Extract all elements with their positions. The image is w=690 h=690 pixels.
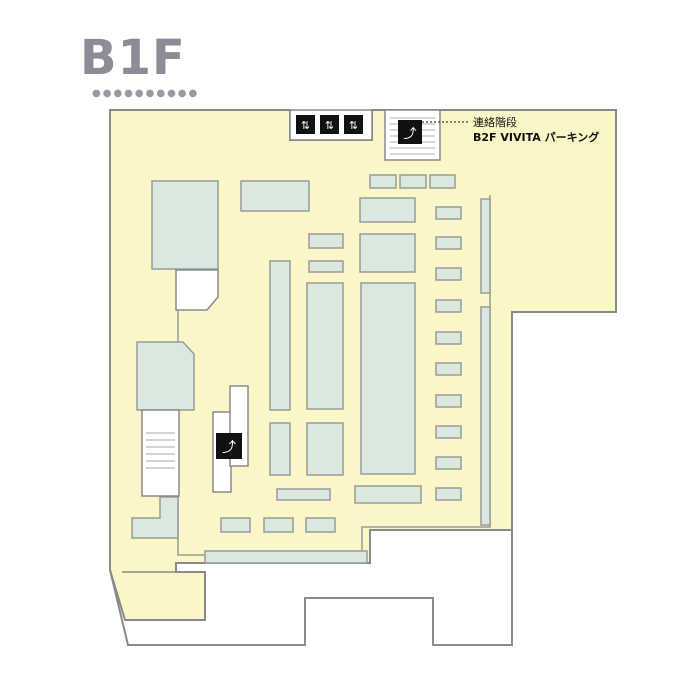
shop-block[interactable] <box>306 422 344 476</box>
shop-block[interactable] <box>276 488 331 501</box>
svg-text:⇅: ⇅ <box>349 119 358 132</box>
shop-block[interactable] <box>269 422 291 476</box>
elevator-icon[interactable]: ⇅ <box>296 115 315 134</box>
service-room <box>175 269 219 311</box>
shop-block[interactable] <box>435 394 462 408</box>
shop-block[interactable] <box>429 174 456 189</box>
title-dots: ●●●●●●●●●● <box>92 88 200 99</box>
stairs-callout-line2: B2F VIVITA パーキング <box>473 130 599 144</box>
lower-outline <box>109 530 513 646</box>
svg-text:⇅: ⇅ <box>325 119 334 132</box>
stairs-callout-line1: 連絡階段 <box>473 115 517 129</box>
svg-text:⤴: ⤴ <box>403 127 416 142</box>
stairs-icon[interactable]: ⤴ <box>398 120 422 144</box>
shop-block[interactable] <box>435 331 462 345</box>
floor-title: B1F <box>80 30 186 86</box>
shop-block[interactable] <box>240 180 310 212</box>
shop-block[interactable] <box>220 517 251 533</box>
shop-block[interactable] <box>360 282 416 475</box>
shop-block[interactable] <box>435 487 462 501</box>
shop-block[interactable] <box>359 233 416 273</box>
shop-block[interactable] <box>136 341 195 411</box>
shop-block[interactable] <box>435 206 462 220</box>
shop-block[interactable] <box>480 306 491 526</box>
svg-text:⇅: ⇅ <box>301 119 310 132</box>
stairwell <box>141 409 180 497</box>
shop-block[interactable] <box>131 496 179 539</box>
shop-block[interactable] <box>435 267 462 281</box>
shop-block[interactable] <box>435 236 462 250</box>
shop-block[interactable] <box>369 174 397 189</box>
shop-block[interactable] <box>151 180 219 270</box>
shop-block[interactable] <box>204 550 368 564</box>
shop-block[interactable] <box>435 299 462 313</box>
elevator-icon[interactable]: ⇅ <box>320 115 339 134</box>
shop-block[interactable] <box>269 260 291 411</box>
shop-block[interactable] <box>359 197 416 223</box>
shop-block[interactable] <box>308 260 344 273</box>
svg-text:⤴: ⤴ <box>222 440 236 456</box>
shop-block[interactable] <box>435 456 462 470</box>
shop-block[interactable] <box>399 174 427 189</box>
shop-block[interactable] <box>435 362 462 376</box>
escalator-icon[interactable]: ⤴ <box>216 433 242 459</box>
shop-block[interactable] <box>263 517 294 533</box>
shop-block[interactable] <box>305 517 336 533</box>
shop-block[interactable] <box>480 198 491 294</box>
shop-block[interactable] <box>354 485 422 504</box>
shop-block[interactable] <box>306 282 344 410</box>
shop-block[interactable] <box>308 233 344 249</box>
shop-block[interactable] <box>435 425 462 439</box>
elevator-icon[interactable]: ⇅ <box>344 115 363 134</box>
